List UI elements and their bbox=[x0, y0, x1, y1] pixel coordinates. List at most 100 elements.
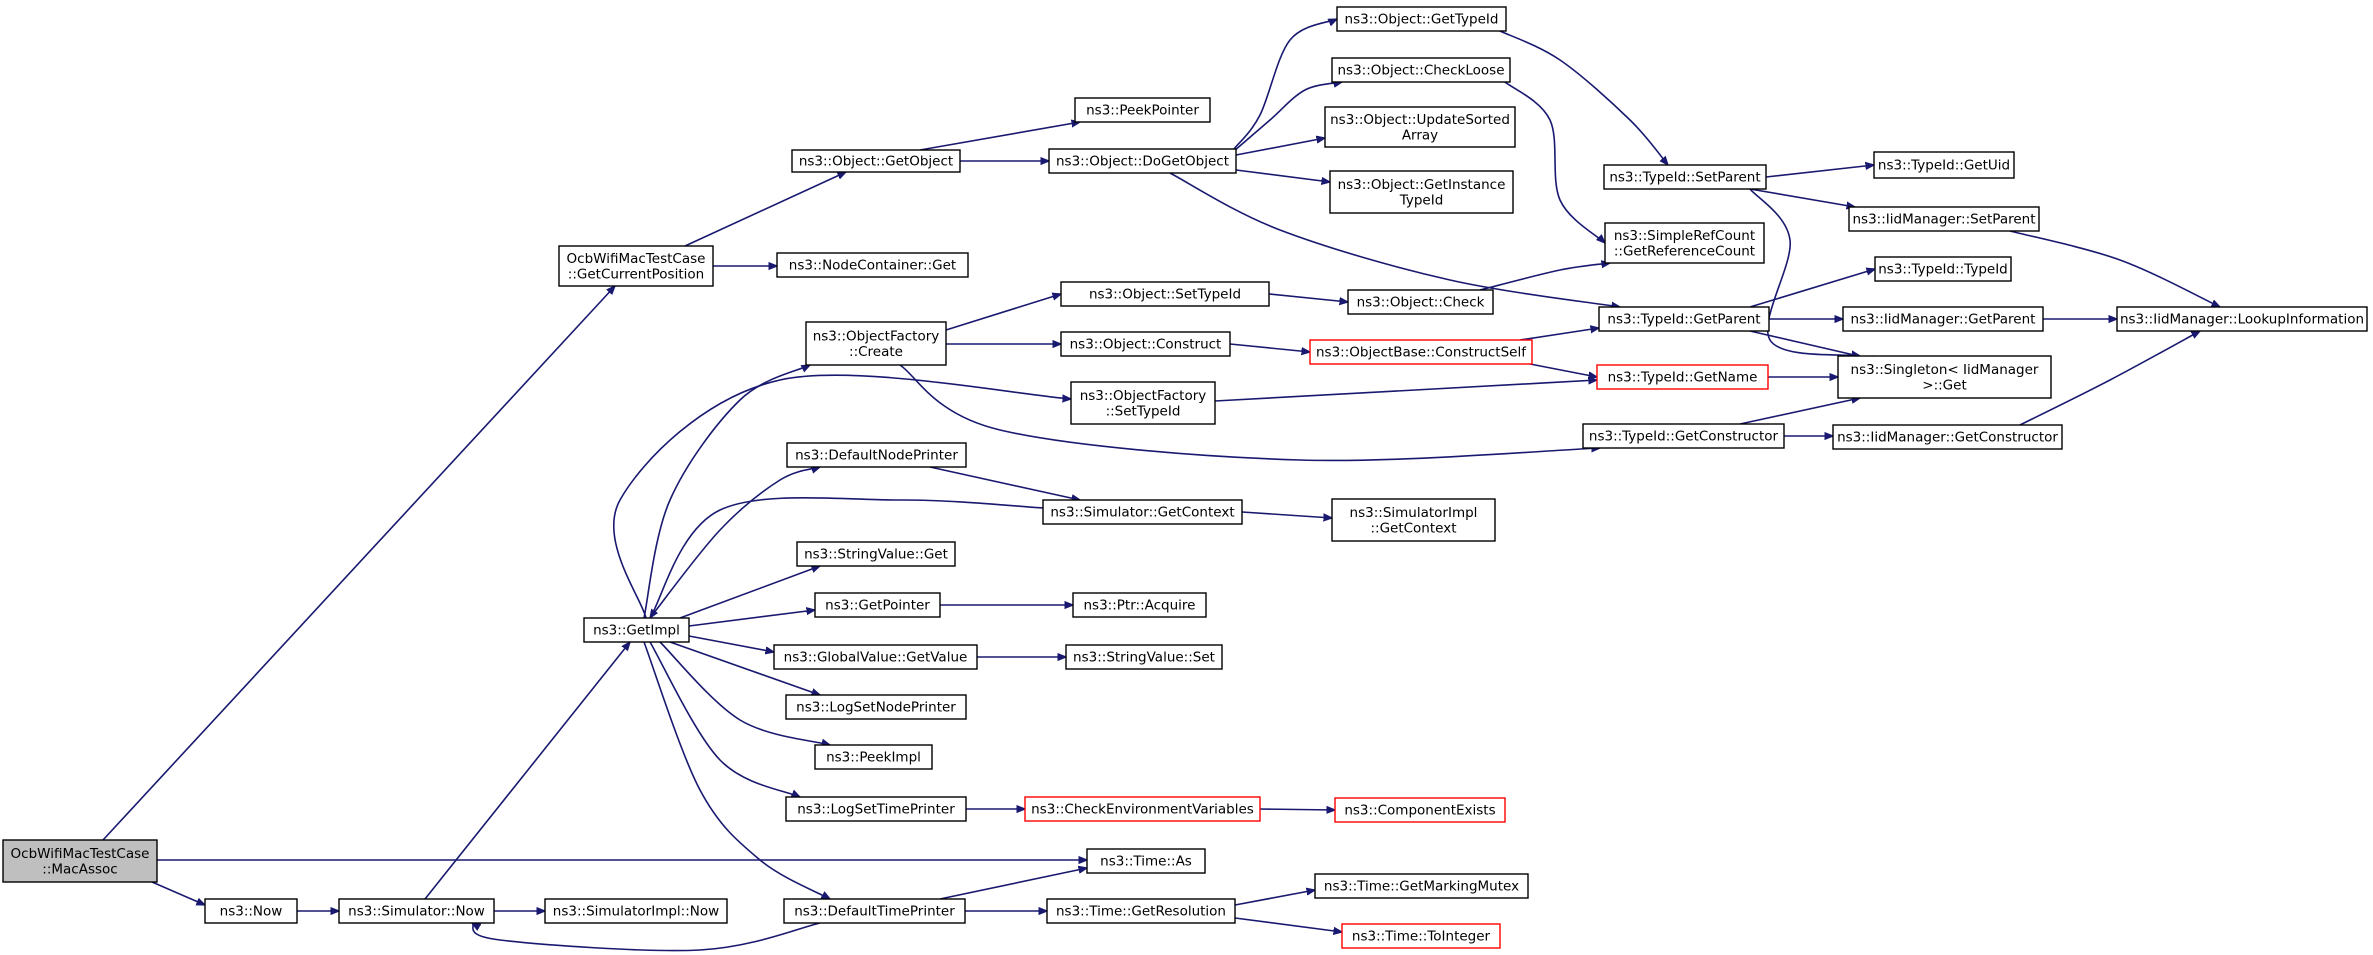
node-now[interactable]: ns3::Now bbox=[204, 898, 298, 924]
node-ofsti[interactable]: ns3::ObjectFactory::SetTypeId bbox=[1070, 381, 1216, 425]
node-box[interactable] bbox=[785, 796, 967, 822]
node-box[interactable] bbox=[1873, 151, 2015, 179]
node-ocl[interactable]: ns3::Object::CheckLoose bbox=[1331, 57, 1511, 83]
node-box[interactable] bbox=[1046, 898, 1236, 924]
node-ce[interactable]: ns3::ComponentExists bbox=[1334, 797, 1506, 823]
node-box[interactable] bbox=[1596, 364, 1769, 390]
node-box[interactable] bbox=[558, 245, 714, 287]
node-ofc[interactable]: ns3::ObjectFactory::Create bbox=[805, 321, 947, 366]
node-box[interactable] bbox=[1309, 339, 1533, 365]
node-box[interactable] bbox=[1086, 848, 1206, 874]
node-box[interactable] bbox=[1065, 644, 1223, 670]
node-box[interactable] bbox=[814, 744, 933, 770]
node-pa[interactable]: ns3::Ptr::Acquire bbox=[1072, 592, 1207, 618]
node-box[interactable] bbox=[1832, 424, 2063, 450]
node-imli[interactable]: ns3::IidManager::LookupInformation bbox=[2116, 306, 2368, 332]
node-sigc[interactable]: ns3::SimulatorImpl::GetContext bbox=[1331, 498, 1496, 542]
node-gi[interactable]: ns3::GetImpl bbox=[583, 617, 690, 643]
node-pi[interactable]: ns3::PeekImpl bbox=[814, 744, 933, 770]
node-box[interactable] bbox=[204, 898, 298, 924]
node-imsp[interactable]: ns3::IidManager::SetParent bbox=[1848, 206, 2040, 232]
node-tgr[interactable]: ns3::Time::GetResolution bbox=[1046, 898, 1236, 924]
node-box[interactable] bbox=[773, 644, 978, 670]
node-box[interactable] bbox=[785, 694, 967, 720]
node-pp[interactable]: ns3::PeekPointer bbox=[1074, 97, 1211, 123]
node-snow[interactable]: ns3::Simulator::Now bbox=[338, 898, 495, 924]
node-box[interactable] bbox=[1582, 423, 1785, 449]
node-sgc[interactable]: ns3::Simulator::GetContext bbox=[1042, 499, 1243, 525]
node-box[interactable] bbox=[1347, 289, 1494, 315]
node-box[interactable] bbox=[783, 898, 966, 924]
node-box[interactable] bbox=[1604, 222, 1765, 264]
node-svg_[interactable]: ns3::StringValue::Get bbox=[796, 541, 956, 567]
node-box[interactable] bbox=[2, 839, 158, 883]
node-odgo[interactable]: ns3::Object::DoGetObject bbox=[1048, 148, 1237, 174]
node-gp[interactable]: ns3::GetPointer bbox=[814, 592, 941, 618]
node-box[interactable] bbox=[1060, 331, 1231, 357]
node-box[interactable] bbox=[1874, 256, 2012, 282]
node-dnp[interactable]: ns3::DefaultNodePrinter bbox=[786, 442, 967, 468]
node-tti2[interactable]: ns3::Time::ToInteger bbox=[1341, 923, 1501, 949]
node-box[interactable] bbox=[1329, 170, 1514, 214]
node-tgp[interactable]: ns3::TypeId::GetParent bbox=[1598, 306, 1770, 332]
node-tsp[interactable]: ns3::TypeId::SetParent bbox=[1603, 164, 1767, 190]
node-box[interactable] bbox=[2116, 306, 2368, 332]
node-box[interactable] bbox=[1334, 797, 1506, 823]
node-box[interactable] bbox=[1070, 381, 1216, 425]
node-svs[interactable]: ns3::StringValue::Set bbox=[1065, 644, 1223, 670]
node-box[interactable] bbox=[1837, 355, 2052, 399]
node-lstp[interactable]: ns3::LogSetTimePrinter bbox=[785, 796, 967, 822]
node-tgu[interactable]: ns3::TypeId::GetUid bbox=[1873, 151, 2015, 179]
node-cev[interactable]: ns3::CheckEnvironmentVariables bbox=[1024, 796, 1261, 822]
node-sg[interactable]: ns3::Singleton< IidManager>::Get bbox=[1837, 355, 2052, 399]
node-box[interactable] bbox=[1042, 499, 1243, 525]
node-box[interactable] bbox=[1314, 873, 1529, 899]
node-tgmm[interactable]: ns3::Time::GetMarkingMutex bbox=[1314, 873, 1529, 899]
node-box[interactable] bbox=[796, 541, 956, 567]
node-imgc[interactable]: ns3::IidManager::GetConstructor bbox=[1832, 424, 2063, 450]
node-box[interactable] bbox=[1331, 498, 1496, 542]
node-box[interactable] bbox=[1341, 923, 1501, 949]
node-box[interactable] bbox=[544, 898, 728, 924]
node-och[interactable]: ns3::Object::Check bbox=[1347, 289, 1494, 315]
node-srgrc[interactable]: ns3::SimpleRefCount::GetReferenceCount bbox=[1604, 222, 1765, 264]
node-oc[interactable]: ns3::Object::Construct bbox=[1060, 331, 1231, 357]
node-box[interactable] bbox=[814, 592, 941, 618]
node-box[interactable] bbox=[1603, 164, 1767, 190]
node-box[interactable] bbox=[1331, 57, 1511, 83]
node-tgn[interactable]: ns3::TypeId::GetName bbox=[1596, 364, 1769, 390]
node-ogo[interactable]: ns3::Object::GetObject bbox=[791, 149, 961, 173]
node-tti[interactable]: ns3::TypeId::TypeId bbox=[1874, 256, 2012, 282]
node-imgp[interactable]: ns3::IidManager::GetParent bbox=[1842, 306, 2044, 332]
node-box[interactable] bbox=[805, 321, 947, 366]
node-gvgv[interactable]: ns3::GlobalValue::GetValue bbox=[773, 644, 978, 670]
node-box[interactable] bbox=[1072, 592, 1207, 618]
node-ogti[interactable]: ns3::Object::GetTypeId bbox=[1336, 6, 1507, 32]
node-box[interactable] bbox=[1048, 148, 1237, 174]
node-box[interactable] bbox=[1336, 6, 1507, 32]
node-box[interactable] bbox=[791, 149, 961, 173]
node-box[interactable] bbox=[1074, 97, 1211, 123]
node-obcs[interactable]: ns3::ObjectBase::ConstructSelf bbox=[1309, 339, 1533, 365]
node-box[interactable] bbox=[776, 252, 969, 278]
node-ncg[interactable]: ns3::NodeContainer::Get bbox=[776, 252, 969, 278]
node-box[interactable] bbox=[1848, 206, 2040, 232]
node-sinow[interactable]: ns3::SimulatorImpl::Now bbox=[544, 898, 728, 924]
node-tas[interactable]: ns3::Time::As bbox=[1086, 848, 1206, 874]
node-box[interactable] bbox=[1598, 306, 1770, 332]
node-gcp[interactable]: OcbWifiMacTestCase::GetCurrentPosition bbox=[558, 245, 714, 287]
node-tgc[interactable]: ns3::TypeId::GetConstructor bbox=[1582, 423, 1785, 449]
node-root[interactable]: OcbWifiMacTestCase::MacAssoc bbox=[2, 839, 158, 883]
node-box[interactable] bbox=[583, 617, 690, 643]
node-osti[interactable]: ns3::Object::SetTypeId bbox=[1060, 281, 1270, 307]
node-box[interactable] bbox=[1060, 281, 1270, 307]
node-dtp[interactable]: ns3::DefaultTimePrinter bbox=[783, 898, 966, 924]
node-box[interactable] bbox=[786, 442, 967, 468]
node-box[interactable] bbox=[338, 898, 495, 924]
node-box[interactable] bbox=[1324, 106, 1516, 148]
node-lsnp[interactable]: ns3::LogSetNodePrinter bbox=[785, 694, 967, 720]
node-box[interactable] bbox=[1024, 796, 1261, 822]
node-box[interactable] bbox=[1842, 306, 2044, 332]
